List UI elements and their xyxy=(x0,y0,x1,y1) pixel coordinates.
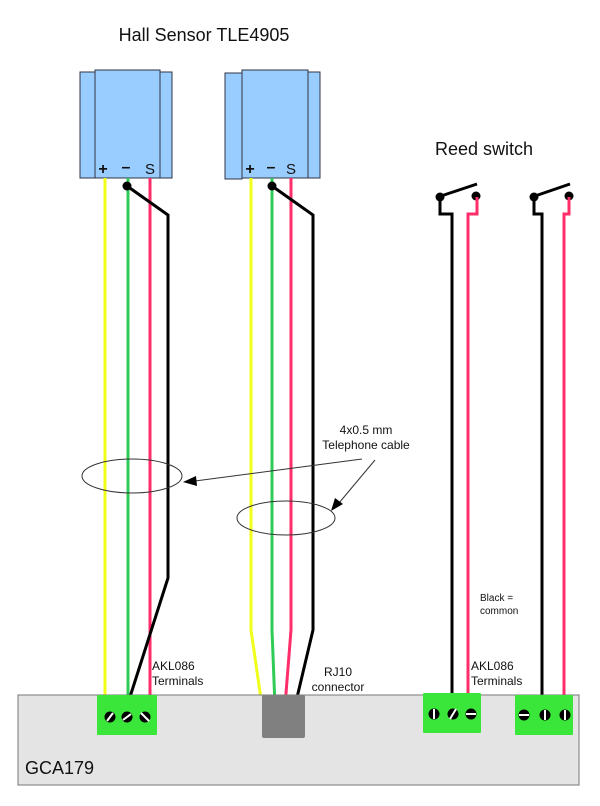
sensor-2-wires xyxy=(249,178,315,707)
wire-black xyxy=(532,197,544,695)
pin-minus-label: – xyxy=(267,159,276,176)
cable-callout: 4x0.5 mm Telephone cable xyxy=(81,423,410,536)
black-common-note-line2: common xyxy=(480,606,518,617)
board-label: GCA179 xyxy=(25,758,94,778)
terminals-label-1-line2: Terminals xyxy=(152,674,203,688)
pin-minus-label: – xyxy=(122,159,131,176)
wire-black xyxy=(271,184,315,707)
pin-signal-label: S xyxy=(286,161,296,178)
screw-icon xyxy=(559,709,571,721)
screw-icon xyxy=(121,711,133,723)
pin-plus-label: + xyxy=(98,161,107,178)
wire-red xyxy=(283,178,293,707)
screw-icon xyxy=(447,708,459,720)
terminals-label-2-line1: AKL086 xyxy=(471,659,514,673)
reed-switch-title: Reed switch xyxy=(435,139,533,159)
akl086-terminal-3 xyxy=(515,695,573,735)
wire-black xyxy=(438,197,454,695)
wire-red xyxy=(562,197,571,695)
screw-icon xyxy=(104,711,116,723)
wire-black xyxy=(126,184,170,701)
wire-red xyxy=(466,197,479,695)
cable-label-line1: 4x0.5 mm xyxy=(340,423,393,437)
screw-icon xyxy=(465,708,477,720)
hall-sensor-2: + – S xyxy=(224,69,321,180)
solder-dot xyxy=(122,181,132,191)
reed-switch-2 xyxy=(529,182,574,695)
hall-sensor-1: + – S xyxy=(79,69,173,179)
rj10-label-line1: RJ10 xyxy=(324,665,352,679)
rj10-label-line2: connector xyxy=(312,680,365,694)
terminals-label-2-line2: Terminals xyxy=(471,674,522,688)
cable-label-line2: Telephone cable xyxy=(322,438,410,452)
terminals-label-1-line1: AKL086 xyxy=(152,659,195,673)
reed-switch-1 xyxy=(435,182,481,695)
black-common-note-line1: Black = xyxy=(480,593,513,604)
pin-plus-label: + xyxy=(245,161,254,178)
akl086-terminal-1 xyxy=(97,695,157,735)
wire-yellow xyxy=(249,178,264,707)
solder-dot xyxy=(267,181,277,191)
akl086-terminal-2 xyxy=(423,693,481,733)
wire-green xyxy=(270,178,277,707)
sensor-1-wires xyxy=(103,178,170,701)
pin-signal-label: S xyxy=(145,161,155,178)
screw-icon xyxy=(139,711,151,723)
diagram-title: Hall Sensor TLE4905 xyxy=(119,25,290,45)
screw-icon xyxy=(539,709,551,721)
screw-icon xyxy=(518,709,530,721)
rj10-connector xyxy=(262,695,305,738)
screw-icon xyxy=(428,708,440,720)
